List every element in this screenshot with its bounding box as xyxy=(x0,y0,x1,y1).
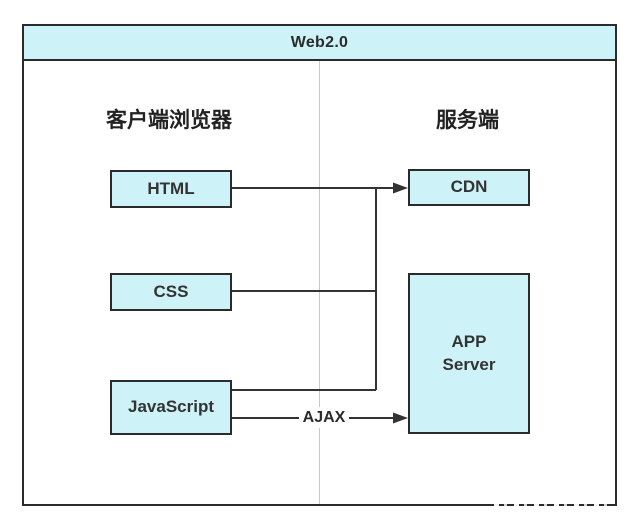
watermark-artifact xyxy=(487,502,611,506)
node-javascript-label: JavaScript xyxy=(128,397,214,417)
edge-label-ajax: AJAX xyxy=(299,407,349,428)
title-bar: Web2.0 xyxy=(22,24,617,61)
node-app-server-label-line1: APP xyxy=(451,331,487,351)
node-javascript: JavaScript xyxy=(110,380,232,435)
client-column-heading: 客户端浏览器 xyxy=(106,109,232,132)
node-css-label: CSS xyxy=(153,281,189,301)
node-html-label: HTML xyxy=(147,178,195,198)
node-app-server: APP Server xyxy=(408,273,530,434)
column-divider-line xyxy=(319,60,320,504)
node-html: HTML xyxy=(110,170,232,208)
diagram-title: Web2.0 xyxy=(290,33,349,51)
node-cdn-label: CDN xyxy=(450,177,488,197)
node-css: CSS xyxy=(110,273,232,311)
ajax-label-text: AJAX xyxy=(302,408,346,426)
node-app-server-label-line2: Server xyxy=(442,354,496,374)
server-column-heading: 服务端 xyxy=(436,109,499,132)
node-cdn: CDN xyxy=(408,169,530,206)
